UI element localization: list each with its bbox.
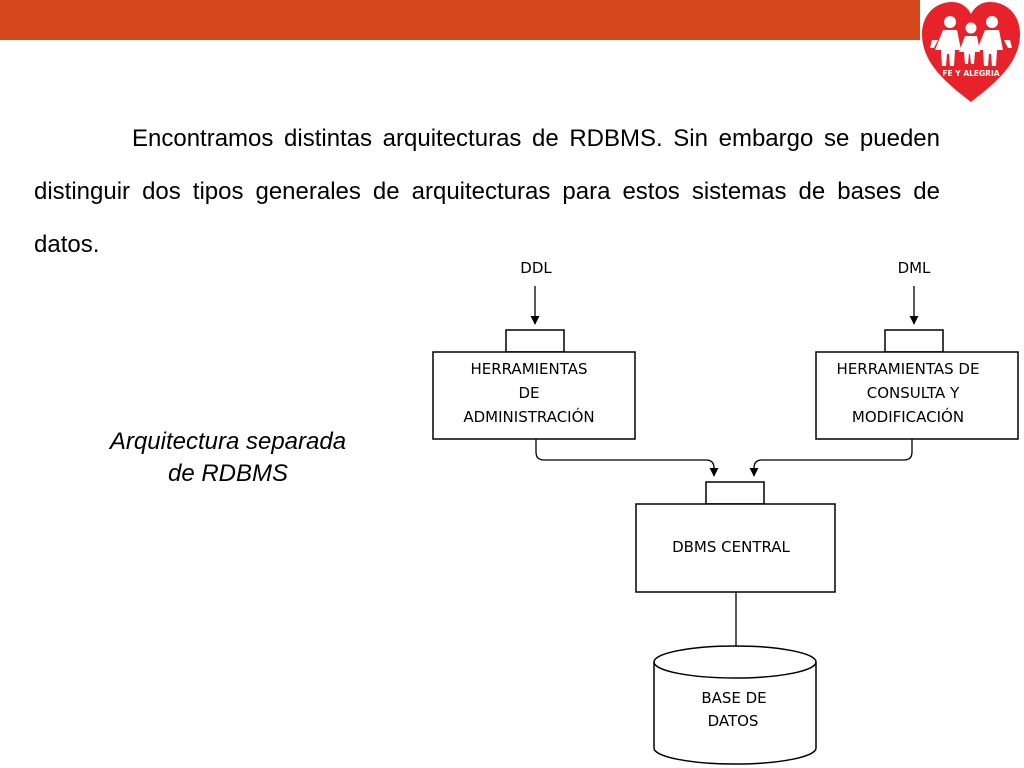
caption-line-2: de RDBMS: [167, 460, 289, 487]
query-tools-box: [815, 351, 1019, 440]
logo-text: FE Y ALEGRIA: [942, 69, 999, 78]
query-tools-line-3: MODIFICACIÓN: [852, 407, 964, 426]
caption-line-1: Arquitectura separada: [109, 428, 347, 455]
admin-tools-box: [432, 351, 636, 440]
admin-tools-line-1: HERRAMIENTAS: [470, 360, 587, 378]
query-tools-line-1: HERRAMIENTAS DE: [837, 360, 980, 378]
admin-tools-port: [505, 329, 565, 353]
admin-to-central-connector: [535, 439, 719, 477]
admin-tools-line-2: DE: [518, 384, 539, 402]
query-to-central-connector: [749, 439, 913, 477]
query-tools-port: [884, 329, 944, 353]
dbms-central-label: DBMS CENTRAL: [672, 538, 790, 556]
dbms-central-port: [705, 481, 765, 505]
query-tools-line-2: CONSULTA Y: [867, 384, 960, 402]
fe-y-alegria-heart-icon: FE Y ALEGRIA: [922, 2, 1020, 102]
top-accent-bar: [0, 0, 920, 40]
database-line-2: DATOS: [708, 712, 759, 730]
database-cylinder: [653, 645, 817, 765]
admin-tools-line-3: ADMINISTRACIÓN: [463, 407, 594, 426]
intro-paragraph: Encontramos distintas arquitecturas de R…: [34, 125, 940, 258]
database-line-1: BASE DE: [701, 689, 766, 707]
dbms-central-box: [635, 503, 836, 593]
diagram-caption: Arquitectura separada de RDBMS: [78, 426, 378, 490]
